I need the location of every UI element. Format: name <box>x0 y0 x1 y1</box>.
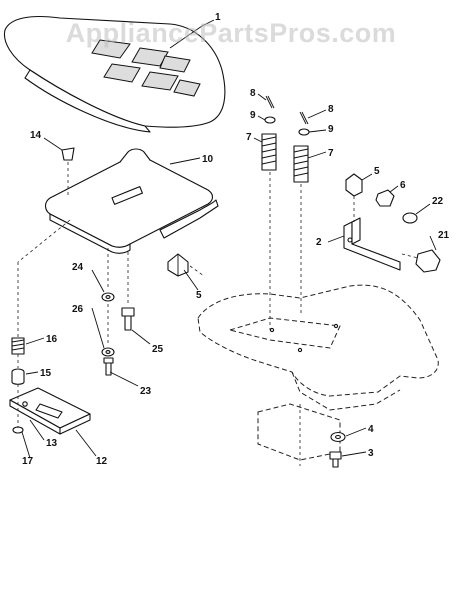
callout-9: 9 <box>328 124 334 135</box>
washer-plate <box>402 212 418 224</box>
cotter-pin <box>264 95 276 124</box>
callout-9: 9 <box>250 110 256 121</box>
seat-pan <box>44 148 219 254</box>
callout-10: 10 <box>202 154 214 165</box>
callout-3: 3 <box>368 448 374 459</box>
spring-left <box>261 133 277 171</box>
callout-6: 6 <box>400 180 406 191</box>
pivot-bracket <box>9 387 91 435</box>
seat-bolt <box>61 147 75 196</box>
spring-small <box>11 337 25 355</box>
callout-5: 5 <box>196 290 202 301</box>
callout-25: 25 <box>152 344 164 355</box>
spacer <box>11 368 25 385</box>
callout-12: 12 <box>96 456 108 467</box>
bolt <box>103 357 114 376</box>
nut <box>375 189 395 207</box>
callout-4: 4 <box>368 424 374 435</box>
frame-bracket <box>257 403 341 466</box>
callout-15: 15 <box>40 368 52 379</box>
callout-8: 8 <box>250 88 256 99</box>
washer <box>330 431 346 443</box>
bolt <box>329 451 342 468</box>
spring-right <box>293 145 309 183</box>
callout-17: 17 <box>22 456 34 467</box>
adjust-knob <box>167 253 205 277</box>
callout-23: 23 <box>140 386 152 397</box>
adjust-knob <box>345 173 363 222</box>
callout-13: 13 <box>46 438 58 449</box>
cotter-pin <box>298 111 310 136</box>
callout-22: 22 <box>432 196 444 207</box>
seat <box>3 15 226 133</box>
callout-14: 14 <box>30 130 42 141</box>
fender-deck <box>197 284 439 411</box>
callout-8: 8 <box>328 104 334 115</box>
washer <box>101 292 115 302</box>
washer <box>101 347 115 357</box>
callout-1: 1 <box>215 12 221 23</box>
callout-26: 26 <box>72 304 84 315</box>
callout-5: 5 <box>374 166 380 177</box>
callout-2: 2 <box>316 237 322 248</box>
handle-knob <box>401 249 441 273</box>
callout-7: 7 <box>328 148 334 159</box>
shoulder-bolt <box>121 307 135 331</box>
callout-24: 24 <box>72 262 84 273</box>
callout-7: 7 <box>246 132 252 143</box>
callout-16: 16 <box>46 334 58 345</box>
seat-adjust-bracket <box>343 217 401 271</box>
callout-21: 21 <box>438 230 450 241</box>
